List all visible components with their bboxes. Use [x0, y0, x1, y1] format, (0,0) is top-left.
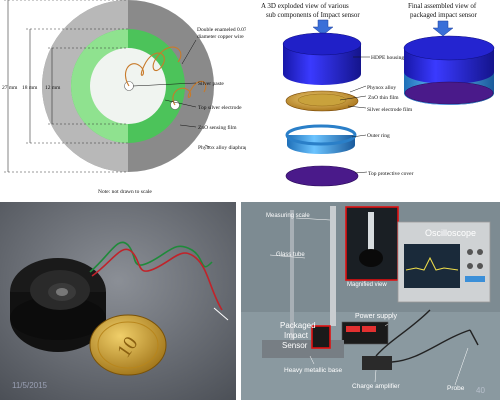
label-outer-ring: Outer ring [367, 133, 390, 139]
heading-exploded-2: sub components of Impact sensor [266, 11, 360, 19]
label-heavy-base: Heavy metallic base [284, 367, 343, 374]
label-zno-film: ZnO sensing film [198, 124, 237, 131]
label-magnified-view: Magnified view [347, 282, 387, 288]
panel-sensor-cross-section: 27 mm 18 mm 12 mm Double enameled 0.07 m… [0, 0, 257, 198]
label-measuring-scale: Measuring scale [266, 213, 310, 219]
label-top-silver-electrode: Top silver electrode [198, 105, 242, 111]
label-zno-thin-film: ZnO thin film [368, 94, 399, 101]
label-glass-tube: Glass tube [276, 252, 305, 258]
label-silver-paste: Silver paste [198, 81, 224, 87]
charge-amplifier-photo [362, 356, 392, 370]
panel-setup-photo: Oscilloscope Measuring scale Glass tube … [241, 202, 500, 400]
outer-ring-3d [285, 124, 357, 154]
panel-exploded-view: A 3D exploded view of various sub compon… [246, 0, 500, 198]
measuring-scale-photo [330, 206, 336, 326]
dim-27mm: 27 mm [2, 85, 18, 91]
dim-12mm: 12 mm [45, 85, 61, 91]
label-power-supply: Power supply [355, 313, 398, 320]
arrow-down-left [312, 19, 334, 36]
arrow-down-right [432, 20, 454, 37]
label-phynox-diaphragm: Phynox alloy diaphragm [198, 145, 253, 151]
power-supply-photo [341, 321, 389, 345]
label-top-protective-cover: Top protective cover [368, 171, 414, 177]
heading-final-2: packaged impact sensor [410, 11, 478, 19]
label-silver-electrode-film: Silver electrode film [367, 106, 413, 113]
sensor-housing-photo [10, 258, 106, 352]
dim-18mm: 18 mm [22, 85, 38, 91]
assembled-sensor [403, 35, 495, 105]
label-phynox-alloy: Phynox alloy [367, 85, 396, 91]
note-not-to-scale: Note: not drawn to scale [98, 189, 152, 195]
label-copper-wire-2: diameter copper wire [197, 34, 244, 40]
label-charge-amplifier: Charge amplifier [352, 383, 401, 390]
heading-final-1: Final assembled view of [408, 2, 477, 10]
label-packaged-sensor-3: Sensor [282, 341, 308, 350]
page-number: 40 [476, 386, 485, 395]
label-packaged-sensor-1: Packaged [280, 321, 316, 330]
label-copper-wire-1: Double enameled 0.07 mm [197, 27, 257, 33]
top-protective-cover-3d [285, 165, 359, 187]
sensor-wires-photo [89, 241, 229, 321]
label-hdpe-housing: HDPE housing [371, 55, 404, 61]
dimension-lines [4, 0, 128, 173]
heading-exploded-1: A 3D exploded view of various [261, 2, 349, 10]
label-packaged-sensor-2: Impact [284, 331, 309, 340]
leader-lines [132, 39, 211, 148]
slide-date: 11/5/2015 [12, 381, 48, 390]
packaged-sensor-box [311, 325, 331, 349]
hdpe-housing-exploded [282, 32, 362, 85]
oscilloscope-photo [397, 221, 491, 303]
panel-sensor-photo: 10 11/5/2015 [0, 202, 236, 400]
label-oscilloscope: Oscilloscope [425, 228, 476, 238]
label-probe: Probe [447, 385, 465, 392]
copper-wire-coil [124, 46, 207, 106]
coin-photo: 10 [89, 314, 167, 376]
